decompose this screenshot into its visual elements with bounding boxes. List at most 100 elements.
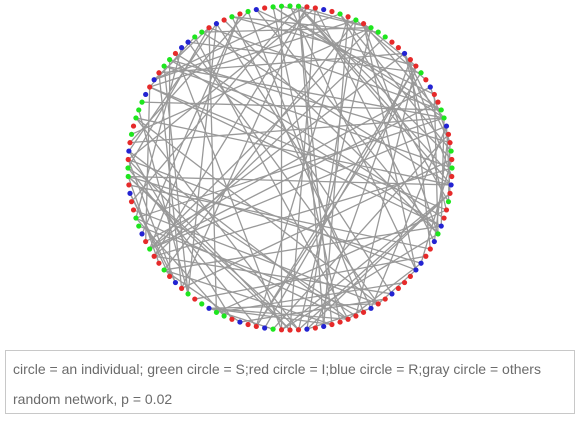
network-edge: [281, 5, 372, 29]
node-i: [423, 77, 429, 83]
network-edge: [127, 7, 316, 161]
network-edge: [255, 9, 439, 235]
node-i: [147, 84, 153, 90]
node-i: [413, 63, 419, 69]
node-s: [353, 17, 359, 23]
network-edge: [194, 36, 349, 320]
network-edge: [231, 16, 372, 309]
network-edge: [149, 36, 196, 88]
network-edge: [149, 27, 372, 250]
node-r: [237, 319, 243, 325]
network-edge: [298, 5, 453, 160]
node-i: [128, 199, 135, 205]
network-edge: [339, 13, 450, 203]
node-i: [445, 131, 452, 137]
network-edge: [272, 133, 449, 330]
network-edge: [141, 13, 241, 235]
network-edge: [163, 19, 357, 271]
node-s: [270, 326, 276, 332]
node-r: [143, 91, 149, 98]
node-r: [206, 305, 212, 311]
node-i: [172, 50, 179, 57]
network-edge: [187, 23, 218, 294]
node-i: [395, 285, 401, 291]
node-s: [136, 223, 142, 229]
network-graph: [125, 3, 455, 333]
network-edge: [208, 307, 349, 320]
node-s: [229, 14, 235, 20]
node-i: [447, 190, 453, 196]
node-i: [156, 70, 162, 76]
node-r: [262, 325, 268, 331]
caption-panel: circle = an individual; green circle = S…: [5, 350, 575, 414]
node-s: [382, 34, 388, 40]
node-i: [245, 321, 251, 328]
network-edge: [208, 27, 442, 111]
node-s: [295, 3, 302, 9]
node-r: [321, 323, 327, 330]
node-i: [179, 285, 185, 291]
node-i: [329, 8, 335, 15]
network-edge: [129, 193, 177, 283]
network-edge: [298, 5, 372, 29]
node-r: [151, 77, 157, 83]
node-i: [221, 17, 227, 23]
node-i: [431, 91, 437, 98]
network-edge: [363, 23, 445, 119]
node-r: [427, 84, 433, 90]
node-i: [389, 39, 395, 45]
node-i: [156, 260, 162, 266]
network-edge: [127, 167, 357, 317]
network-graph-canvas: [125, 3, 455, 333]
node-s: [161, 267, 167, 273]
nodes-layer: [125, 3, 455, 333]
network-edge: [208, 307, 333, 326]
network-edge: [347, 262, 422, 320]
network-edge: [433, 94, 439, 234]
legend-text: circle = an individual; green circle = S…: [13, 361, 541, 377]
node-r: [304, 326, 310, 332]
network-edge: [149, 86, 442, 227]
node-i: [449, 173, 455, 180]
node-s: [128, 131, 135, 137]
node-i: [345, 14, 351, 20]
network-edge: [216, 281, 405, 313]
network-edge: [355, 19, 427, 81]
node-i: [206, 25, 212, 31]
network-edge: [135, 117, 379, 305]
node-i: [127, 140, 133, 146]
node-i: [337, 319, 343, 325]
network-edge: [135, 117, 452, 186]
node-i: [287, 327, 293, 333]
network-edge: [297, 5, 452, 186]
node-i: [407, 57, 413, 63]
node-i: [125, 156, 131, 163]
node-i: [375, 301, 381, 307]
network-edge: [135, 117, 445, 219]
network-edge: [169, 58, 451, 144]
node-s: [192, 34, 198, 40]
network-edge: [128, 23, 217, 152]
node-r: [431, 238, 437, 245]
network-edge: [306, 19, 357, 330]
node-r: [127, 190, 133, 196]
network-edge: [272, 6, 445, 119]
node-s: [161, 63, 167, 69]
node-s: [199, 301, 205, 307]
node-i: [329, 321, 335, 328]
network-edge: [169, 59, 442, 227]
network-edge: [145, 86, 151, 242]
network-type-text: random network, p = 0.02: [13, 391, 173, 407]
node-s: [125, 165, 131, 171]
node-s: [435, 231, 441, 237]
node-i: [443, 207, 450, 213]
network-edge: [281, 192, 451, 331]
network-edge: [239, 298, 386, 323]
node-i: [229, 316, 235, 322]
node-s: [445, 199, 452, 205]
network-edge: [149, 13, 241, 250]
node-i: [360, 21, 367, 27]
node-i: [353, 313, 359, 319]
node-i: [441, 215, 447, 221]
node-r: [368, 305, 374, 311]
